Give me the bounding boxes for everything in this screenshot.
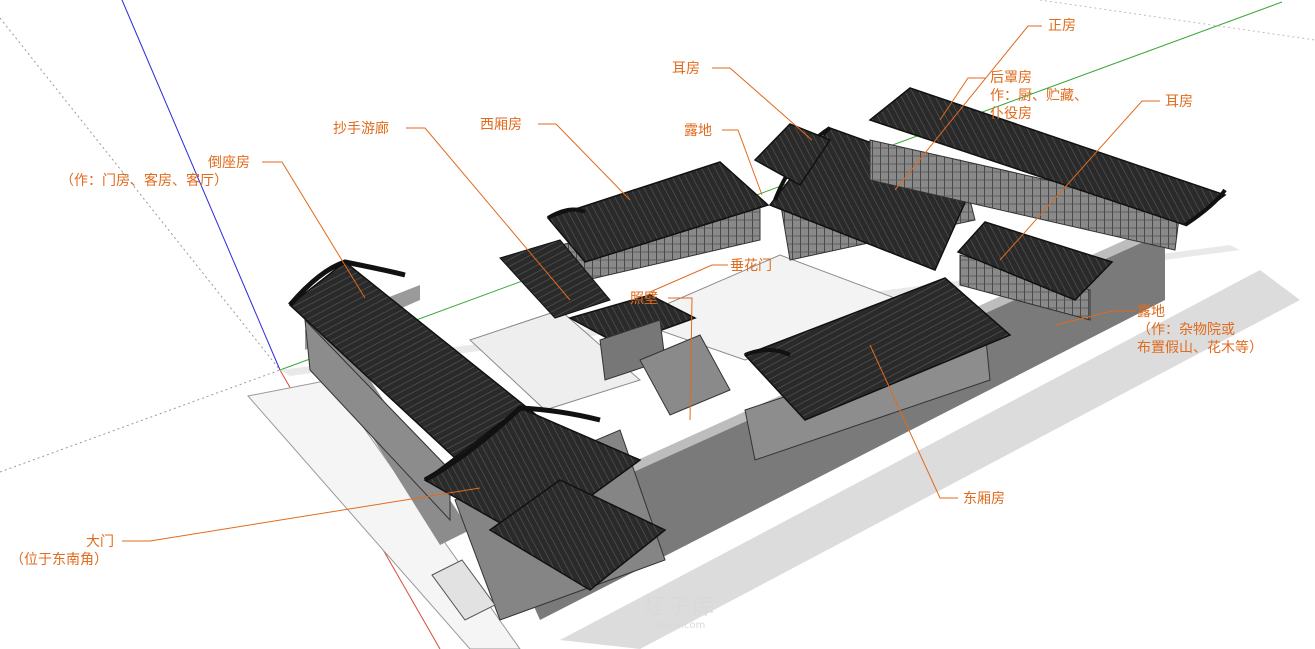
- label-open-ground-top: 露地: [684, 123, 712, 139]
- watermark-url: pizku.com: [654, 620, 706, 631]
- main-gate-lower-roof: [488, 479, 667, 591]
- label-main-hall: 正房: [1048, 18, 1076, 34]
- screen-wall-area: [639, 334, 731, 416]
- label-main-gate-title: 大门: [86, 534, 114, 550]
- label-reverse-building-title: 倒座房: [208, 155, 250, 171]
- label-rear-building-title: 后罩房: [990, 70, 1032, 86]
- leader-dongxiang: [869, 344, 958, 499]
- main-gate-steps: [431, 559, 496, 621]
- label-main-gate-note: （位于东南角）: [10, 552, 108, 568]
- leader-chuihuamen: [649, 264, 728, 293]
- leader-lines: [122, 25, 1160, 542]
- dotted-guide-3: [1039, 0, 1315, 41]
- label-covered-corridor: 抄手游廊: [333, 121, 389, 137]
- leader-yingbi: [668, 297, 693, 421]
- leader-zhengfang: [894, 25, 1042, 191]
- corridor-roof: [499, 239, 611, 319]
- main-gate: [423, 405, 667, 621]
- cast-shadow: [560, 270, 1300, 649]
- label-open-ground-right-title: 露地: [1137, 304, 1165, 320]
- label-left-ear-room: 耳房: [672, 61, 700, 77]
- covered-corridor: [499, 239, 611, 319]
- label-rear-building: 后罩房 作：厨、贮藏、 仆役房: [990, 69, 1088, 123]
- reverse-building-wall: [304, 318, 451, 522]
- label-rear-building-note2: 仆役房: [990, 106, 1032, 122]
- dotted-guide-2: [0, 369, 281, 473]
- label-ornamental-gate: 垂花门: [730, 258, 772, 274]
- label-east-wing: 东厢房: [963, 491, 1005, 507]
- label-reverse-building-note: （作：门房、客房、客厅）: [60, 173, 228, 189]
- rear-building-end: [1183, 188, 1227, 227]
- east-wing: [743, 277, 1012, 461]
- leader-daozuo: [262, 161, 366, 299]
- leader-ludi-right: [1054, 310, 1135, 326]
- dotted-guide-1: [0, 17, 281, 371]
- blue-axis: [121, 0, 281, 371]
- rear-building: [868, 87, 1227, 251]
- label-reverse-building: 倒座房 （作：门房、客房、客厅）: [60, 154, 250, 190]
- west-wing-roof: [546, 161, 770, 263]
- leader-erfang-left: [712, 67, 813, 141]
- west-wing-gable: [546, 207, 586, 220]
- east-wing-gable: [744, 348, 791, 357]
- rear-building-roof: [868, 87, 1227, 226]
- label-open-ground-right-note1: （作：杂物院或: [1137, 322, 1235, 338]
- label-right-ear-room: 耳房: [1165, 94, 1193, 110]
- label-open-ground-right: 露地 （作：杂物院或 布置假山、花木等）: [1137, 303, 1263, 357]
- leader-chaoshou: [406, 127, 571, 301]
- reverse-facing-building: [288, 259, 542, 522]
- right-ear-room-roof: [956, 221, 1114, 301]
- label-screen-wall: 照壁: [630, 291, 658, 307]
- label-rear-building-note1: 作：厨、贮藏、: [990, 88, 1088, 104]
- watermark-main: 坯子库: [643, 595, 716, 620]
- label-west-wing: 西厢房: [480, 117, 522, 133]
- leader-xixiang: [538, 123, 631, 201]
- reverse-building-gable: [288, 259, 406, 307]
- leader-erfang-right: [999, 100, 1160, 261]
- label-open-ground-right-note2: 布置假山、花木等）: [1137, 340, 1263, 356]
- leader-ludi-top: [722, 129, 763, 196]
- label-main-gate: 大门 （位于东南角）: [10, 533, 114, 569]
- front-yard: [469, 309, 641, 411]
- ornamental-gate-roof: [568, 294, 697, 346]
- main-gate-eave: [423, 405, 601, 483]
- east-wing-roof: [743, 277, 1012, 421]
- leader-houzhaofang: [939, 77, 985, 121]
- right-ear-room: [956, 221, 1114, 321]
- leader-damen: [122, 487, 481, 542]
- watermark: 坯子库 pizku.com: [625, 596, 735, 632]
